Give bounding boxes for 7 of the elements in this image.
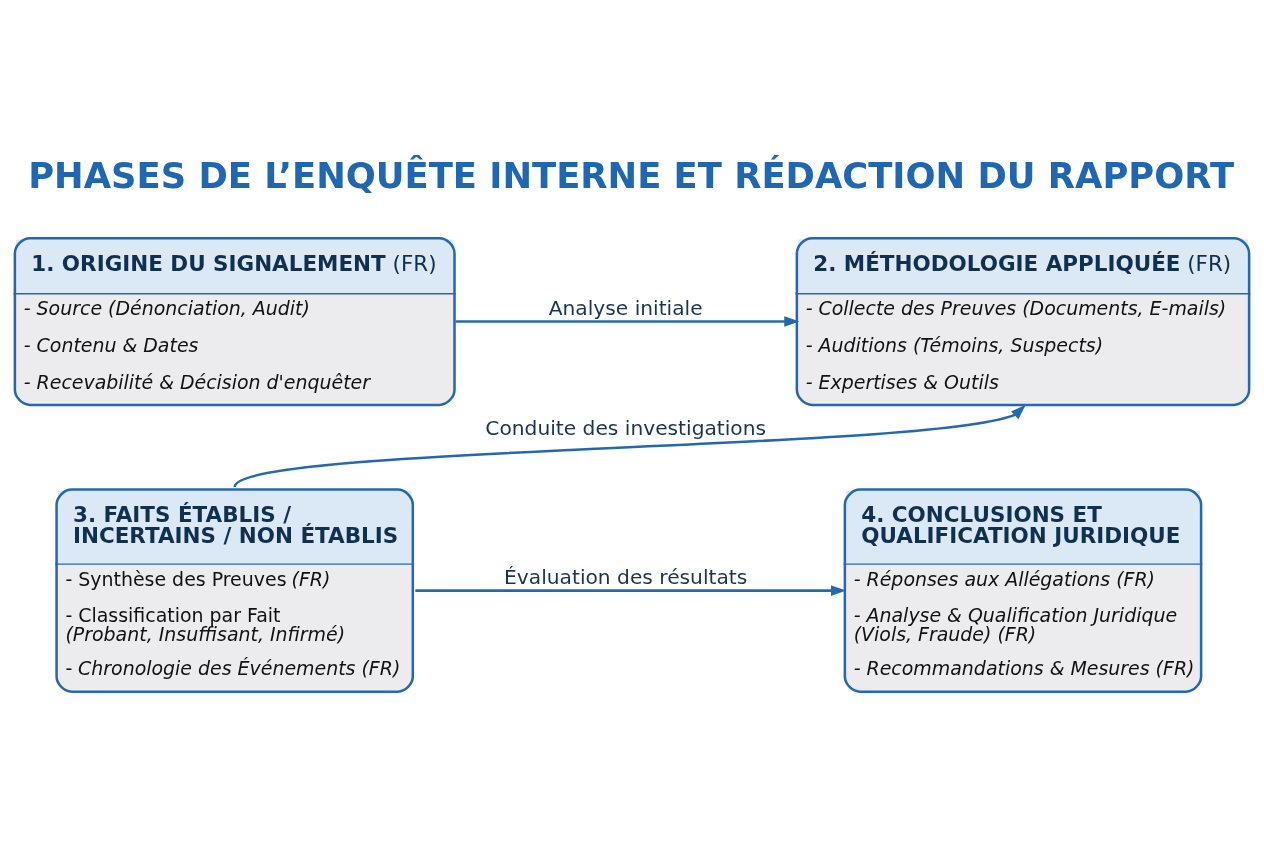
edge-label: Évaluation des résultats <box>504 564 748 589</box>
arrow <box>234 404 1026 488</box>
arrow <box>455 315 800 327</box>
arrow <box>415 584 847 596</box>
diagram-title: PHASES DE L’ENQUÊTE INTERNE ET RÉDACTION DU RAPPORT <box>28 154 1235 196</box>
edge-label: Conduite des investigations <box>485 415 767 440</box>
edge-label: Analyse initiale <box>548 295 703 320</box>
